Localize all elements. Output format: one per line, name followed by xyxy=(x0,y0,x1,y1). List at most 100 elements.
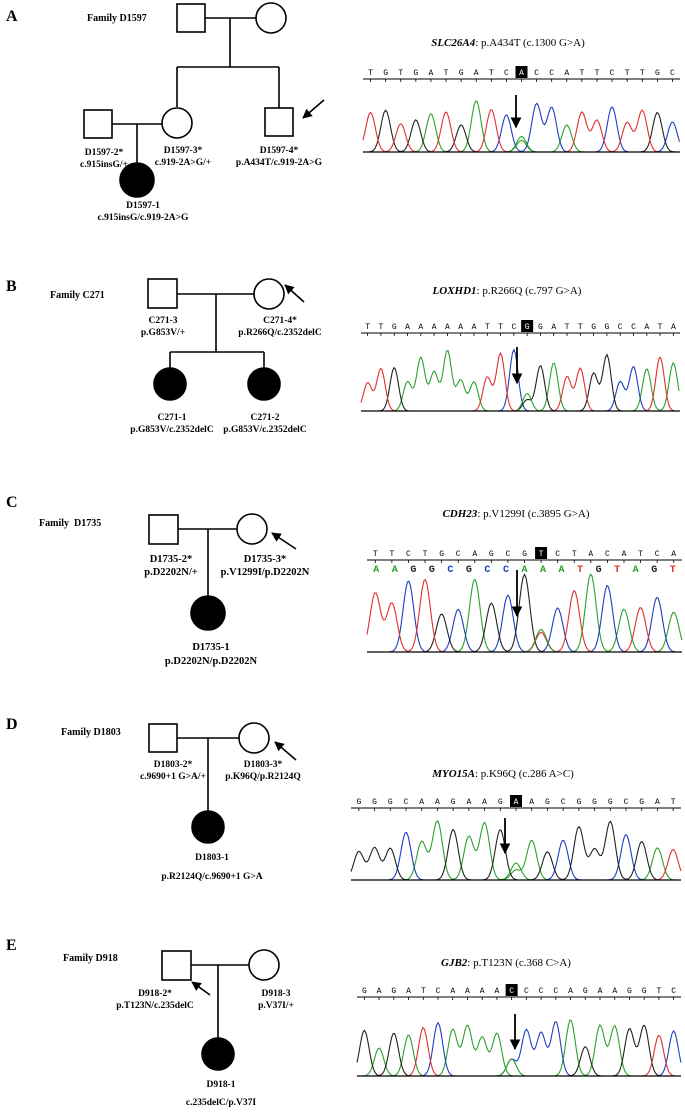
base-call: A xyxy=(392,565,398,576)
sequence-base: G xyxy=(392,323,397,332)
id-mother-a: D1597-3* xyxy=(164,146,203,156)
sequence-base: A xyxy=(655,798,660,807)
sequence-base: A xyxy=(435,798,440,807)
sequence-base: A xyxy=(622,550,627,559)
sequence-base: A xyxy=(418,323,423,332)
highlighted-base-box xyxy=(505,984,518,996)
father-symbol-b xyxy=(147,278,178,309)
proband-arrow-b xyxy=(284,284,305,303)
sequence-base: G xyxy=(391,987,396,996)
sequence-base: C xyxy=(504,69,509,78)
gene-name-e: GJB2 xyxy=(441,957,468,969)
id-father-a: D1597-2* xyxy=(85,148,124,158)
panel-letter-d: D xyxy=(6,716,18,733)
geno-mother-d: p.K96Q/p.R2124Q xyxy=(225,772,301,782)
sequence-base: C xyxy=(511,323,516,332)
panel-b: B Family C271 C271-3 p.G853V/+ C271-4* p… xyxy=(6,278,680,435)
trace-T xyxy=(362,109,680,153)
trace-A xyxy=(351,820,681,881)
sequence-base: C xyxy=(671,987,676,996)
highlighted-base-box xyxy=(515,66,528,78)
child2-symbol-b xyxy=(247,367,281,401)
base-call: G xyxy=(651,565,657,576)
sequence-base: T xyxy=(373,550,378,559)
pedigree-labels-b: C271-3 p.G853V/+ C271-4* p.R266Q/c.2352d… xyxy=(130,316,322,435)
sequence-base: A xyxy=(519,69,524,78)
sequence-base: T xyxy=(379,323,384,332)
gene-name-b: LOXHD1 xyxy=(432,285,477,297)
base-call: T xyxy=(670,565,676,576)
sequence-base: A xyxy=(671,323,676,332)
variant-peak xyxy=(524,629,558,653)
id-mother-d: D1803-3* xyxy=(244,760,283,770)
id-father-e: D918-2* xyxy=(138,989,172,999)
id-father-c: D1735-2* xyxy=(150,554,193,565)
trace-C xyxy=(361,348,679,412)
id-child1-b: C271-1 xyxy=(157,413,186,423)
sequence-base: G xyxy=(388,798,393,807)
sequence-base: A xyxy=(466,798,471,807)
sequence-base: C xyxy=(553,987,558,996)
family-label-a: Family D1597 xyxy=(87,13,147,24)
sequence-base: A xyxy=(432,323,437,332)
id-mother-b: C271-4* xyxy=(263,316,297,326)
sequence-base: G xyxy=(604,323,609,332)
sequence-base: C xyxy=(506,550,511,559)
sequence-base: C xyxy=(524,987,529,996)
sequence-base: A xyxy=(644,323,649,332)
base-call: A xyxy=(521,565,527,576)
sequence-base: A xyxy=(445,323,450,332)
gene-name-c: CDH23 xyxy=(442,508,477,520)
base-call: C xyxy=(503,565,509,576)
sequence-base: G xyxy=(608,798,613,807)
sequence-base: G xyxy=(627,987,632,996)
grandmother-symbol-a xyxy=(255,2,287,34)
gene-name-a: SLC26A4 xyxy=(431,37,476,49)
geno-child-a: c.915insG/c.919-2A>G xyxy=(98,213,190,223)
pedigree-b xyxy=(147,278,305,401)
variant-title-a: SLC26A4: p.A434T (c.1300 G>A) xyxy=(431,37,585,49)
proband-arrow-e xyxy=(191,981,211,996)
sequence-base: T xyxy=(389,550,394,559)
sequence-base: G xyxy=(592,798,597,807)
base-call: T xyxy=(614,565,620,576)
sequence-base: A xyxy=(598,987,603,996)
sequence-base: G xyxy=(576,798,581,807)
geno-father-c: p.D2202N/+ xyxy=(144,567,198,578)
child-symbol-c xyxy=(190,595,226,631)
base-call: A xyxy=(540,565,546,576)
sequence-base: G xyxy=(522,550,527,559)
sequence-base: G xyxy=(545,798,550,807)
geno-child-c: p.D2202N/p.D2202N xyxy=(165,656,258,667)
sequence-base: A xyxy=(551,323,556,332)
sequence-base: G xyxy=(362,987,367,996)
gene-name-d: MYO15A xyxy=(431,768,475,780)
child-symbol-e xyxy=(201,1037,235,1071)
variant-title-b: LOXHD1: p.R266Q (c.797 G>A) xyxy=(432,285,582,297)
sequence-base: C xyxy=(631,323,636,332)
sequence-base: T xyxy=(658,323,663,332)
geno-proband-a: p.A434T/c.919-2A>G xyxy=(236,158,323,168)
proband-symbol-a xyxy=(264,107,294,137)
grandfather-symbol-a xyxy=(176,3,206,33)
panel-a: A Family D1597 D1597-2* c.915insG/+ D159… xyxy=(6,2,681,223)
panel-d: D Family D1803 D1803-2* c.9690+1 G>A/+ D… xyxy=(6,716,682,882)
proband-arrow-c xyxy=(271,532,297,550)
geno-mother-b: p.R266Q/c.2352delC xyxy=(238,328,322,338)
geno-father-b: p.G853V/+ xyxy=(141,328,185,338)
mother-symbol-e xyxy=(248,949,280,981)
id-child-a: D1597-1 xyxy=(126,201,160,211)
sequence-base: A xyxy=(405,323,410,332)
geno-child2-b: p.G853V/c.2352delC xyxy=(223,425,307,435)
sequence-base: A xyxy=(472,323,477,332)
pedigree-c xyxy=(148,513,297,631)
pedigree-labels-e: D918-2* p.T123N/c.235delC D918-3 p.V37I/… xyxy=(116,989,294,1108)
father-symbol-a xyxy=(83,109,113,139)
trace-C xyxy=(351,831,681,881)
trace-G xyxy=(363,109,680,153)
sequence-base: C xyxy=(605,550,610,559)
sequence-base: C xyxy=(549,69,554,78)
sequence-base: C xyxy=(539,987,544,996)
